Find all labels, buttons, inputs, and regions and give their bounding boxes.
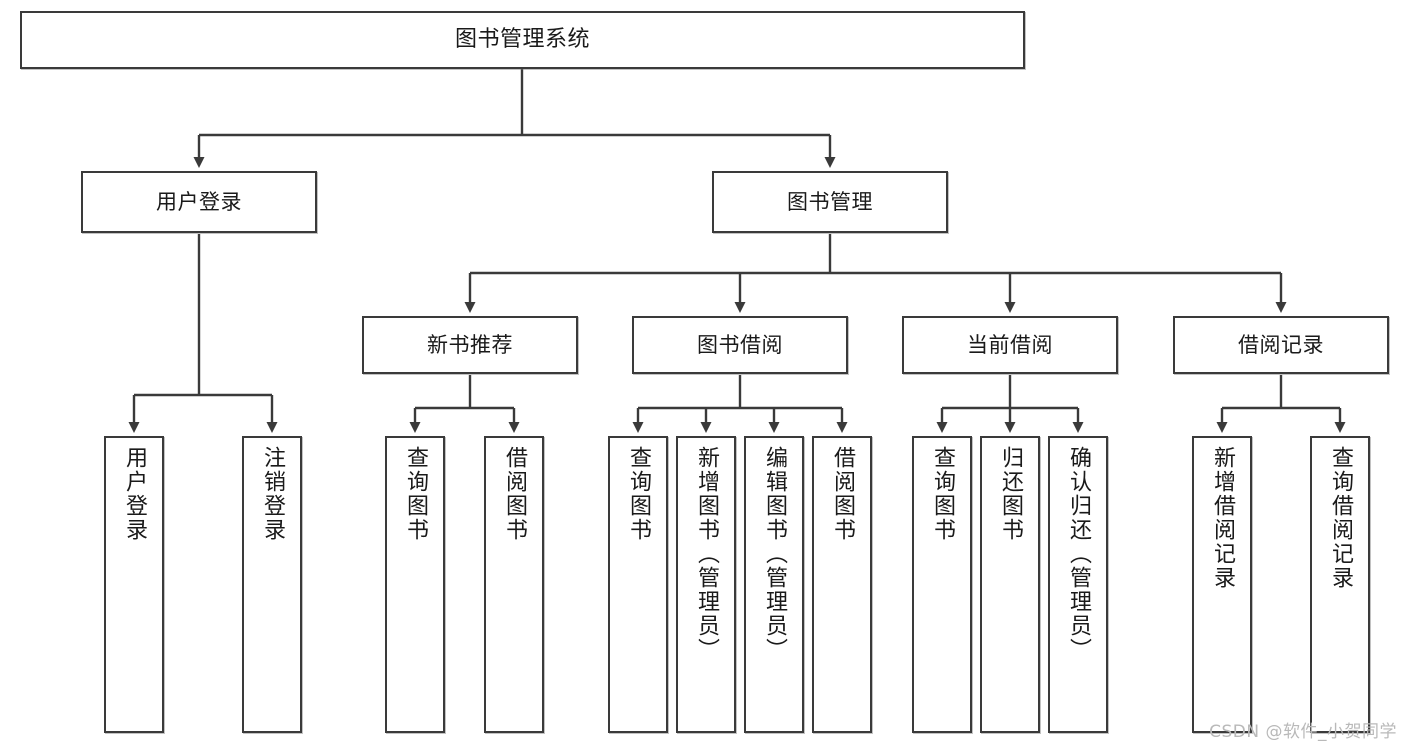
node-label: 图书管理系统 <box>454 27 590 53</box>
node-label: 查询借阅记录 <box>1328 446 1353 590</box>
node-book-borrow[interactable]: 图书借阅 <box>632 316 848 374</box>
node-book-manage[interactable]: 图书管理 <box>712 171 948 233</box>
node-leaf-query-book-recommend[interactable]: 查询图书 <box>385 436 445 733</box>
node-new-book-recommend[interactable]: 新书推荐 <box>362 316 578 374</box>
node-label: 图书借阅 <box>697 332 783 357</box>
node-leaf-query-book-borrow[interactable]: 查询图书 <box>608 436 668 733</box>
node-label: 归还图书 <box>998 446 1023 542</box>
node-current-borrow[interactable]: 当前借阅 <box>902 316 1118 374</box>
node-label: 借阅记录 <box>1238 332 1324 357</box>
node-leaf-query-book-current[interactable]: 查询图书 <box>912 436 972 733</box>
node-leaf-return-book[interactable]: 归还图书 <box>980 436 1040 733</box>
node-label: 借阅图书 <box>830 446 855 542</box>
node-label: 编辑图书（管理员） <box>762 446 787 662</box>
node-leaf-add-borrow-record[interactable]: 新增借阅记录 <box>1192 436 1252 733</box>
node-label: 注销登录 <box>260 446 285 542</box>
node-label: 新增借阅记录 <box>1210 446 1235 590</box>
node-label: 用户登录 <box>156 189 242 214</box>
node-leaf-borrow-book-recommend[interactable]: 借阅图书 <box>484 436 544 733</box>
node-user-login[interactable]: 用户登录 <box>81 171 317 233</box>
node-label: 当前借阅 <box>967 332 1053 357</box>
node-leaf-add-book-admin[interactable]: 新增图书（管理员） <box>676 436 736 733</box>
node-leaf-edit-book-admin[interactable]: 编辑图书（管理员） <box>744 436 804 733</box>
node-root-book-management-system[interactable]: 图书管理系统 <box>20 11 1025 69</box>
node-label: 查询图书 <box>930 446 955 542</box>
node-label: 借阅图书 <box>502 446 527 542</box>
node-label: 查询图书 <box>626 446 651 542</box>
node-leaf-confirm-return-admin[interactable]: 确认归还（管理员） <box>1048 436 1108 733</box>
node-leaf-query-borrow-record[interactable]: 查询借阅记录 <box>1310 436 1370 733</box>
node-leaf-borrow-book[interactable]: 借阅图书 <box>812 436 872 733</box>
node-leaf-user-login[interactable]: 用户登录 <box>104 436 164 733</box>
node-label: 新增图书（管理员） <box>694 446 719 662</box>
node-label: 用户登录 <box>122 446 147 542</box>
node-label: 新书推荐 <box>427 332 513 357</box>
node-label: 图书管理 <box>787 189 873 214</box>
watermark-text: CSDN @软件_小贺同学 <box>1209 722 1397 742</box>
node-leaf-user-logout[interactable]: 注销登录 <box>242 436 302 733</box>
node-label: 查询图书 <box>403 446 428 542</box>
node-borrow-record[interactable]: 借阅记录 <box>1173 316 1389 374</box>
node-label: 确认归还（管理员） <box>1066 446 1091 662</box>
